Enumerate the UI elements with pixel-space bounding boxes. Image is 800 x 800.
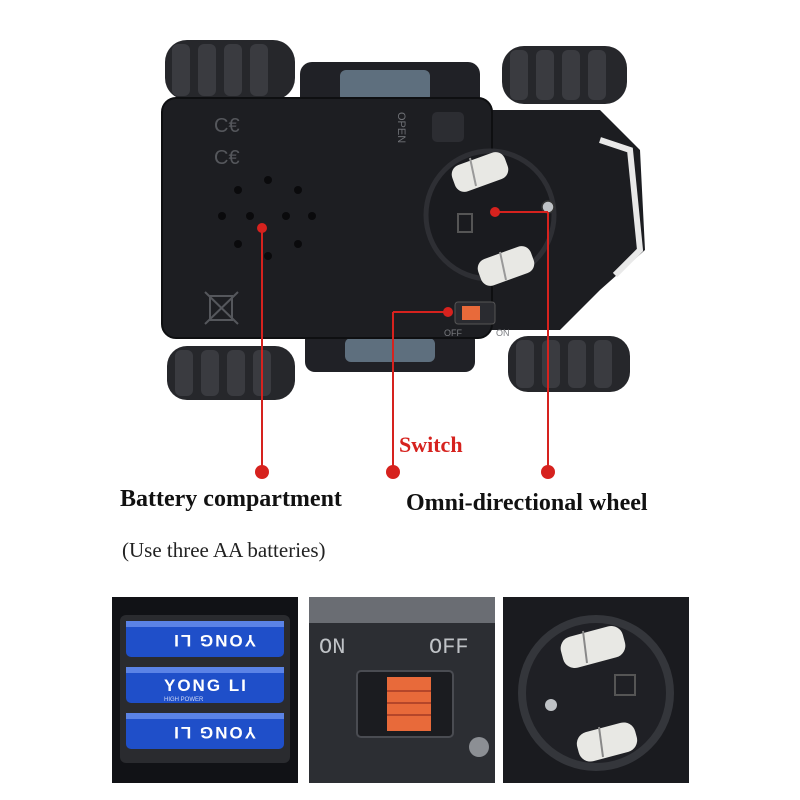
car-bottom-view: OPEN C€ C€ OFF ON [161, 40, 645, 400]
car-switch-knob [462, 306, 480, 320]
switch-photo-on: ON [319, 635, 345, 660]
battery-note: (Use three AA batteries) [122, 538, 326, 562]
callout-end-switch [386, 465, 400, 479]
chassis-window [340, 70, 430, 102]
omni-wheel-label: Omni-directional wheel [406, 490, 648, 516]
switch-label: Switch [399, 432, 463, 457]
omni-roller-bottom [576, 722, 638, 762]
speaker-holes [218, 176, 316, 260]
svg-text:YONG LI: YONG LI [172, 631, 256, 650]
aa-battery: YONG LI [126, 713, 284, 749]
callout-end-battery [255, 465, 269, 479]
omni-roller-top [451, 152, 509, 192]
battery-compartment-label: Battery compartment [120, 486, 342, 512]
battery-photo: YONG LI YONG LI HIGH POWER YONG LI [112, 597, 298, 783]
open-marking: OPEN [395, 112, 407, 143]
wheel-front-right [502, 46, 627, 104]
svg-text:YONG LI: YONG LI [172, 723, 256, 742]
omni-roller-bottom [477, 246, 535, 286]
omni-hub [457, 213, 473, 233]
callout-lines [255, 211, 555, 479]
svg-text:YONG LI: YONG LI [164, 676, 248, 695]
battery-cover-latch [432, 112, 464, 142]
switch-photo: ON OFF [309, 597, 495, 783]
aa-battery: YONG LI [126, 621, 284, 657]
wheel-rear-right [508, 336, 630, 392]
omni-hub [614, 674, 636, 696]
chassis-window [345, 338, 435, 362]
crossed-bin-icon [204, 291, 239, 325]
omni-roller-top [560, 625, 626, 669]
omni-wheel-photo [503, 597, 689, 783]
aa-battery: YONG LI HIGH POWER [126, 667, 284, 703]
switch-off-marking: OFF [444, 328, 462, 338]
screw-icon [545, 699, 557, 711]
switch-photo-off: OFF [429, 635, 469, 660]
ce-mark-icon: C€ [214, 147, 240, 169]
screw-icon [469, 737, 489, 757]
callout-end-wheel [541, 465, 555, 479]
svg-text:HIGH POWER: HIGH POWER [164, 697, 204, 703]
switch-on-marking: ON [496, 328, 510, 338]
ce-mark-icon: C€ [214, 115, 240, 137]
wheel-front-left [165, 40, 295, 100]
front-chassis-edge [599, 137, 644, 278]
